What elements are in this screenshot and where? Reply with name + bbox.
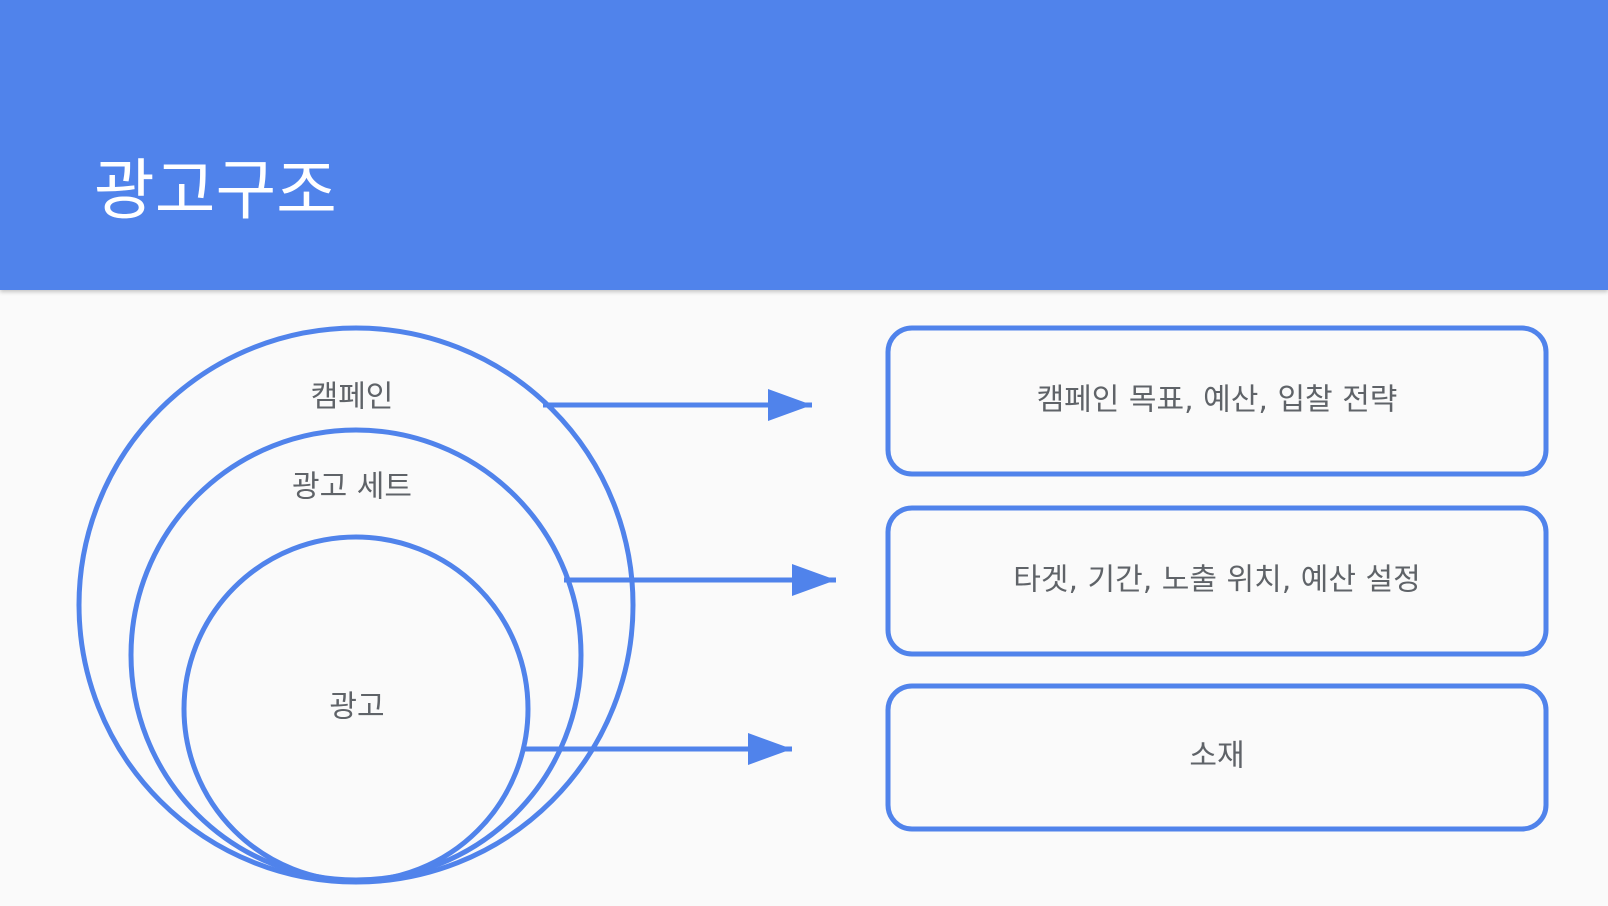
campaign-description-box [885,325,1549,477]
campaign-description: 캠페인 목표, 예산, 입찰 전략 [1037,383,1398,418]
ad-circle [181,534,531,884]
slide-title: 광고구조 [94,152,337,229]
ad-set-description: 타겟, 기간, 노출 위치, 예산 설정 [1013,563,1421,598]
ad-label: 광고 [329,690,384,725]
ad-set-label: 광고 세트 [292,470,412,505]
header-band: 광고구조 [0,0,1608,290]
ad-description: 소재 [1189,739,1244,774]
campaign-label: 캠페인 [311,380,394,415]
ad-set-description-box [885,505,1549,657]
ad-description-box [885,683,1549,832]
